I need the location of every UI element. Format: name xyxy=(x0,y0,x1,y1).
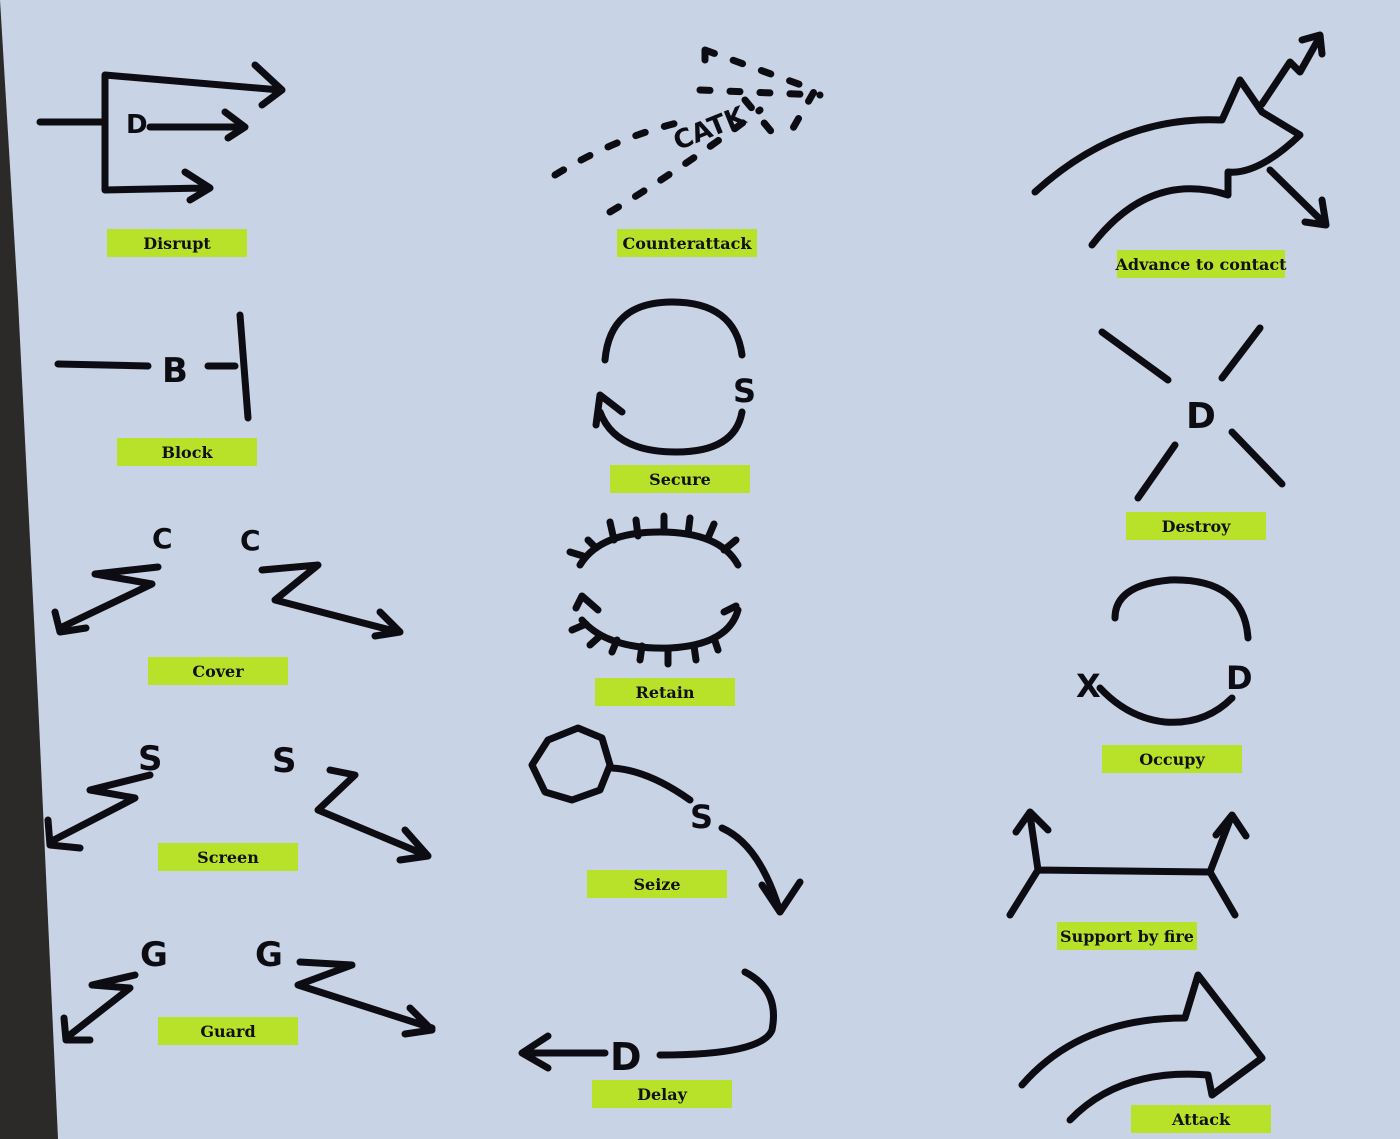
guard-glyph-left: G xyxy=(140,935,168,975)
counterattack-symbol: CATK xyxy=(551,46,824,216)
label-secure: Secure xyxy=(610,465,750,493)
occupy-x-mark: X xyxy=(1076,667,1101,705)
cover-glyph-right: C xyxy=(240,524,261,557)
disrupt-symbol: D xyxy=(36,61,286,204)
support-by-fire-symbol xyxy=(1006,808,1250,919)
delay-symbol: D xyxy=(518,968,777,1079)
block-glyph: B xyxy=(162,351,188,391)
secure-glyph: S xyxy=(733,372,756,410)
secure-symbol: S xyxy=(592,298,756,456)
label-delay: Delay xyxy=(592,1080,732,1108)
label-occupy: Occupy xyxy=(1102,745,1242,773)
label-screen: Screen xyxy=(158,843,298,871)
occupy-symbol: X D xyxy=(1076,576,1253,726)
cover-glyph-left: C xyxy=(152,522,173,555)
label-disrupt: Disrupt xyxy=(107,229,247,257)
destroy-glyph: D xyxy=(1186,396,1216,437)
block-symbol: B xyxy=(54,311,252,422)
retain-symbol xyxy=(566,512,742,668)
guard-glyph-right: G xyxy=(255,935,283,975)
label-attack: Attack xyxy=(1131,1105,1271,1133)
label-retain: Retain xyxy=(595,678,735,706)
advance-to-contact-symbol xyxy=(1031,31,1330,249)
delay-glyph: D xyxy=(610,1035,642,1079)
destroy-symbol: D xyxy=(1098,324,1286,502)
cover-symbol: C C xyxy=(51,522,404,640)
label-block: Block xyxy=(117,438,257,466)
label-support-by-fire: Support by fire xyxy=(1057,922,1197,950)
guard-symbol: G G xyxy=(60,935,436,1044)
label-counterattack: Counterattack xyxy=(617,229,757,257)
label-guard: Guard xyxy=(158,1017,298,1045)
label-seize: Seize xyxy=(587,870,727,898)
label-destroy: Destroy xyxy=(1126,512,1266,540)
screen-symbol: S S xyxy=(44,739,432,864)
seize-symbol: S xyxy=(528,724,804,916)
screen-glyph-left: S xyxy=(138,739,163,779)
label-cover: Cover xyxy=(148,657,288,685)
attack-symbol xyxy=(1018,971,1266,1124)
disrupt-glyph: D xyxy=(126,110,148,140)
occupy-glyph: D xyxy=(1226,659,1253,697)
seize-glyph: S xyxy=(690,798,713,836)
label-advance-to-contact: Advance to contact xyxy=(1116,250,1286,278)
screen-glyph-right: S xyxy=(272,741,297,781)
